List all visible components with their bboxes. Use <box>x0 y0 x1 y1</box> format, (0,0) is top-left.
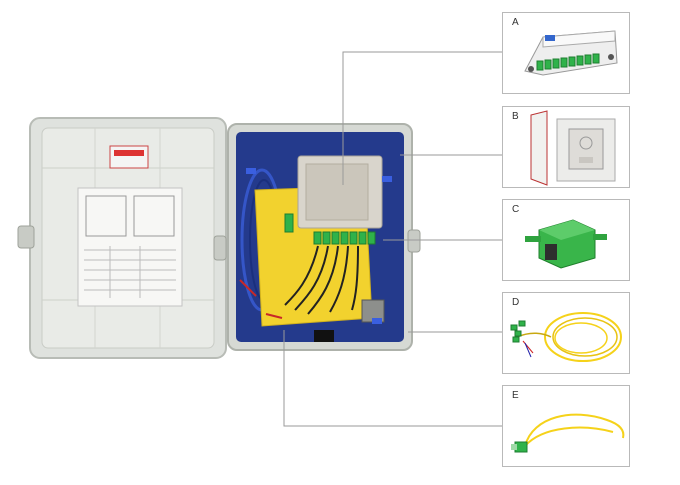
callout-letter-b: B <box>512 111 519 122</box>
callout-panel-d: D <box>502 292 630 374</box>
termination-box-image <box>530 110 616 186</box>
callout-panel-a: A <box>502 12 630 94</box>
callout-panel-c: C <box>502 199 630 281</box>
callout-letter-a: A <box>512 17 519 28</box>
sc-adapter-image <box>525 219 607 269</box>
box-base <box>227 123 421 351</box>
callout-panel-b: B <box>502 106 630 188</box>
callout-letter-d: D <box>512 297 520 308</box>
callout-letter-c: C <box>512 204 520 215</box>
leader-line-a <box>342 51 502 185</box>
callout-letter-e: E <box>512 390 519 401</box>
leader-line-e <box>283 330 502 427</box>
callout-panel-e: E <box>502 385 630 467</box>
pigtail-bundle-image <box>510 312 622 362</box>
plc-splitter-image <box>524 30 618 76</box>
single-pigtail-image <box>511 413 625 453</box>
box-lid <box>17 117 227 359</box>
